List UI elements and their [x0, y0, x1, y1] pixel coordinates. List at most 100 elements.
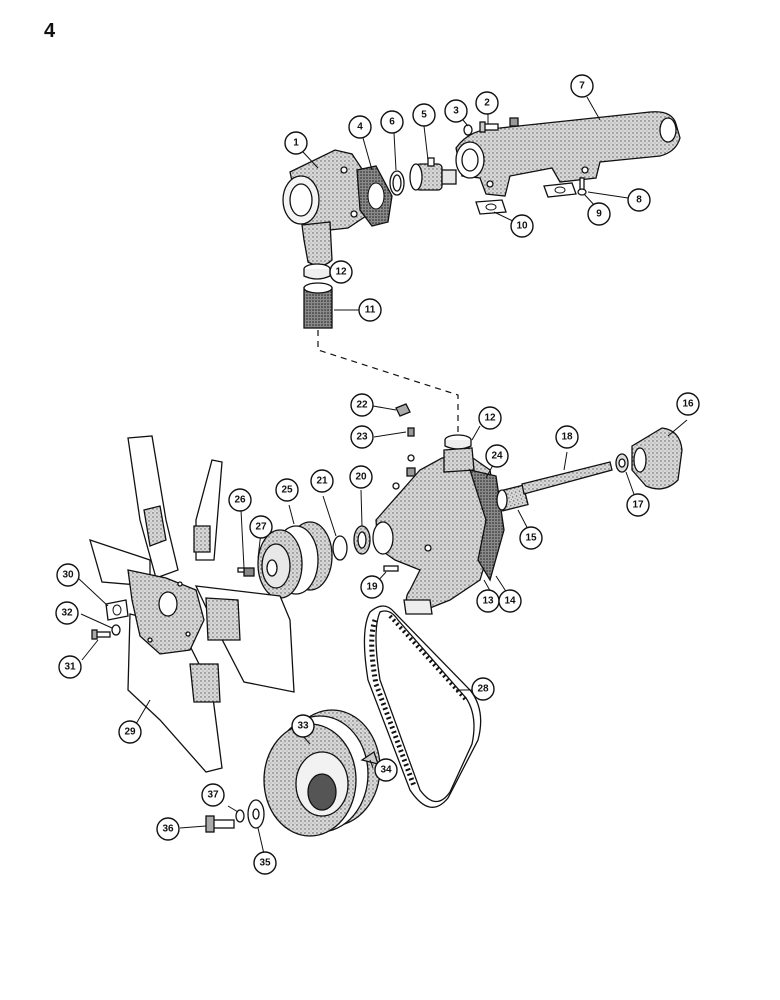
- callout-27: 27: [249, 515, 273, 539]
- fan-belts-part: [363, 605, 482, 808]
- pump-pulley-part: [257, 521, 333, 599]
- svg-text:20: 20: [355, 472, 367, 483]
- lock-washer-part: [235, 809, 245, 823]
- capscrew-part: [91, 629, 111, 640]
- svg-text:28: 28: [477, 684, 489, 695]
- fitting-part: [407, 427, 415, 437]
- callout-17: 17: [626, 493, 650, 517]
- svg-text:33: 33: [297, 721, 309, 732]
- svg-text:30: 30: [62, 570, 74, 581]
- svg-text:11: 11: [365, 305, 376, 316]
- callout-4: 4: [348, 115, 372, 139]
- svg-text:18: 18: [561, 432, 573, 443]
- callout-10: 10: [510, 214, 534, 238]
- callout-1: 1: [284, 131, 308, 155]
- svg-text:35: 35: [259, 858, 271, 869]
- svg-text:24: 24: [491, 451, 503, 462]
- connection-line: [317, 330, 459, 435]
- pulley-washer-part: [247, 799, 265, 829]
- svg-text:19: 19: [366, 582, 378, 593]
- callout-6: 6: [380, 110, 404, 134]
- callout-5: 5: [412, 103, 436, 127]
- callout-14: 14: [498, 589, 522, 613]
- svg-text:6: 6: [389, 117, 395, 128]
- svg-text:10: 10: [516, 221, 528, 232]
- svg-text:13: 13: [482, 596, 494, 607]
- callout-21: 21: [310, 469, 334, 493]
- thermostat-part: [409, 157, 457, 191]
- washer-part: [577, 188, 587, 196]
- callout-11: 11: [358, 298, 382, 322]
- hose-clamp-part: [303, 263, 331, 280]
- callout-15: 15: [519, 526, 543, 550]
- callout-31: 31: [58, 655, 82, 679]
- fan-part: [89, 435, 295, 773]
- svg-text:34: 34: [380, 765, 392, 776]
- callout-28: 28: [471, 677, 495, 701]
- svg-text:36: 36: [162, 824, 174, 835]
- svg-text:26: 26: [234, 495, 246, 506]
- svg-text:12: 12: [484, 413, 496, 424]
- svg-text:23: 23: [356, 432, 368, 443]
- plug-part: [509, 117, 519, 127]
- svg-text:27: 27: [255, 522, 267, 533]
- svg-text:29: 29: [124, 727, 136, 738]
- svg-text:2: 2: [484, 98, 490, 109]
- callout-23: 23: [350, 425, 374, 449]
- callout-7: 7: [570, 74, 594, 98]
- callout-20: 20: [349, 465, 373, 489]
- callout-9: 9: [587, 202, 611, 226]
- bearing-sleeve-part: [496, 484, 529, 512]
- callout-8: 8: [627, 188, 651, 212]
- snap-ring-part: [332, 535, 348, 561]
- svg-text:12: 12: [335, 267, 347, 278]
- water-pump-body-part: [372, 447, 499, 615]
- manifold-gasket-part: [475, 199, 507, 215]
- svg-text:17: 17: [632, 500, 644, 511]
- key-part: [360, 750, 379, 765]
- callout-22: 22: [350, 393, 374, 417]
- impeller-part: [631, 427, 683, 490]
- callout-32: 32: [55, 601, 79, 625]
- svg-text:15: 15: [525, 533, 537, 544]
- spacer-part: [105, 599, 129, 621]
- fitting-part: [395, 403, 411, 417]
- manifold-gasket-part: [543, 182, 577, 198]
- impeller-seal-part: [615, 453, 629, 473]
- callout-34: 34: [374, 758, 398, 782]
- bolt-part: [579, 177, 585, 191]
- callout-2: 2: [475, 91, 499, 115]
- gasket-part: [356, 165, 393, 227]
- crankshaft-pulley-part: [263, 709, 381, 837]
- lock-washer-part: [111, 624, 121, 636]
- callout-25: 25: [275, 478, 299, 502]
- capscrew-part: [205, 815, 235, 833]
- svg-text:32: 32: [61, 608, 73, 619]
- callout-24: 24: [485, 444, 509, 468]
- svg-text:31: 31: [64, 662, 76, 673]
- page-number: 4: [44, 20, 56, 42]
- svg-text:3: 3: [453, 106, 459, 117]
- svg-text:1: 1: [293, 138, 299, 149]
- svg-text:37: 37: [207, 790, 219, 801]
- svg-text:21: 21: [316, 476, 328, 487]
- washer-part: [463, 124, 473, 136]
- pulley-nut-part: [237, 567, 255, 577]
- pump-gasket-part: [469, 469, 505, 582]
- svg-text:16: 16: [682, 399, 694, 410]
- bolt-part: [479, 121, 499, 133]
- fitting-part: [406, 454, 416, 477]
- pump-shaft-part: [521, 461, 613, 495]
- hose-part: [303, 282, 333, 329]
- seal-ring-part: [389, 170, 405, 196]
- callout-12-lower: 12: [478, 406, 502, 430]
- svg-text:14: 14: [504, 596, 516, 607]
- thermostat-housing-part: [282, 149, 373, 267]
- callout-19: 19: [360, 575, 384, 599]
- stud-part: [383, 565, 399, 572]
- seal-part: [353, 525, 371, 555]
- callout-13: 13: [476, 589, 500, 613]
- callout-36: 36: [156, 817, 180, 841]
- svg-text:7: 7: [579, 81, 585, 92]
